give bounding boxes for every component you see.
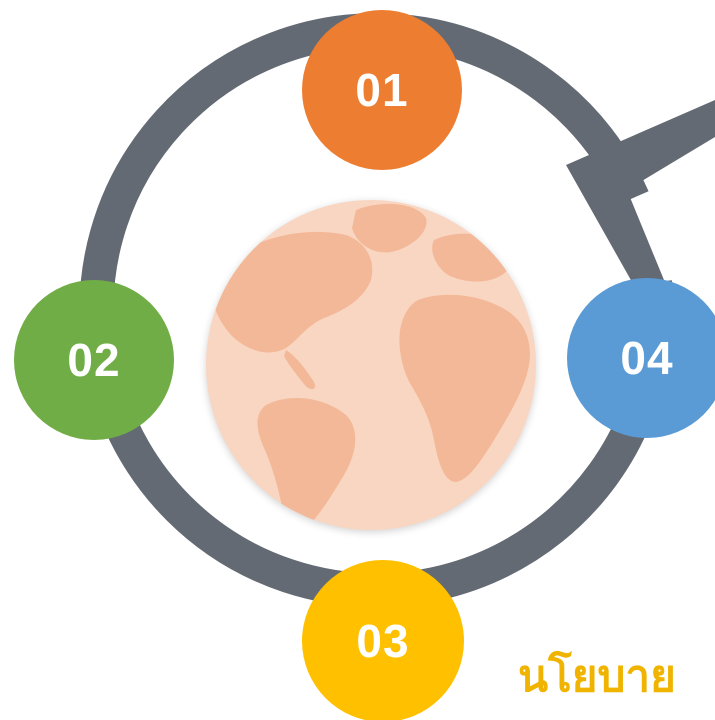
world-map: [211, 203, 530, 530]
step-02-number: 02: [67, 334, 121, 386]
step-03-number: 03: [356, 615, 410, 667]
ring-tail-arrow: [566, 100, 715, 282]
step-01-circle: 01: [302, 10, 462, 170]
step-01-number: 01: [355, 64, 409, 116]
globe-icon: [206, 200, 536, 530]
step-04-circle: 04: [567, 278, 715, 438]
step-04-number: 04: [620, 332, 674, 384]
caption-text: นโยบาย: [518, 651, 676, 702]
step-03-circle: 03: [302, 560, 464, 720]
step-02-circle: 02: [14, 280, 174, 440]
continents: [211, 203, 530, 530]
